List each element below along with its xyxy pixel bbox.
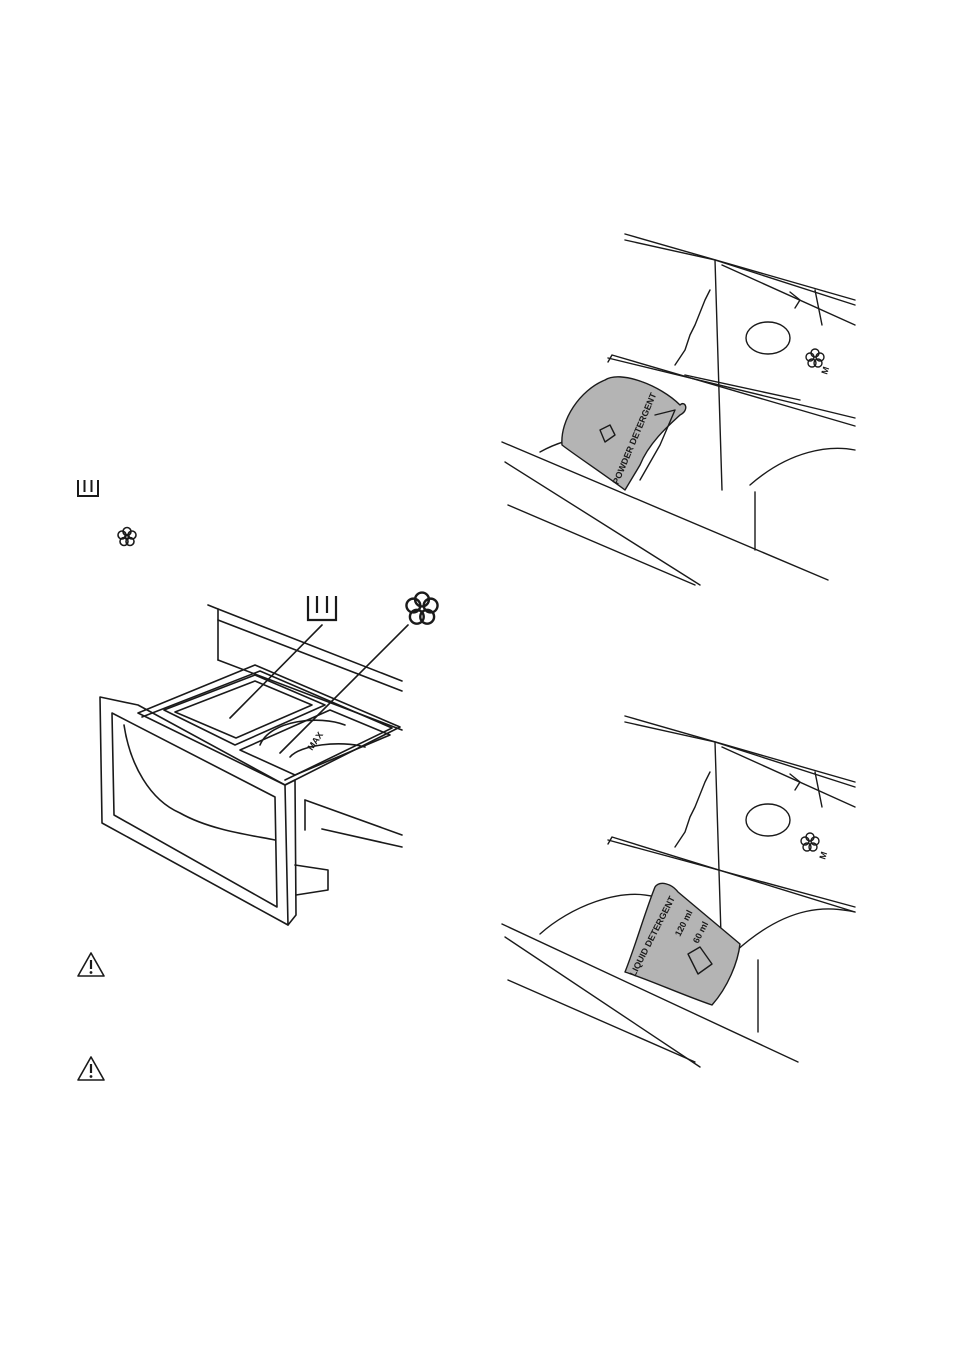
drawer-softener-icon: [403, 590, 441, 628]
drawer-main-wash-icon: [305, 594, 341, 624]
main-wash-compartment-icon: [76, 478, 102, 500]
max-label: MAX: [305, 730, 325, 752]
powder-max-mark: M: [819, 365, 831, 375]
warning-triangle-icon: [76, 951, 106, 979]
warning-triangle-icon: [76, 1055, 106, 1083]
liquid-max-mark: M: [817, 850, 829, 860]
liquid-detergent-flap-figure: LIQUID DETERGENT 120 ml 60 ml M: [500, 712, 860, 1077]
fabric-softener-flower-icon: [116, 526, 138, 548]
powder-detergent-flap-figure: POWDER DETERGENT M: [500, 230, 860, 595]
detergent-drawer-illustration: MAX: [90, 585, 420, 935]
